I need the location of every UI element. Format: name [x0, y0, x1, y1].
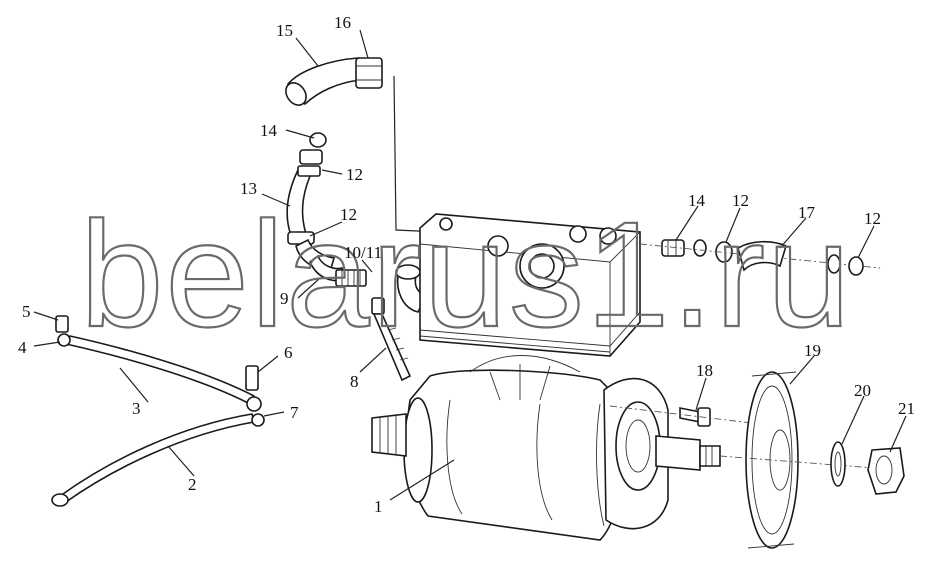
hose-15 — [285, 57, 363, 106]
callout-14-a: 14 — [260, 121, 278, 140]
pipe-2 — [51, 413, 255, 507]
compressor-body-1 — [371, 355, 625, 541]
leader-lines — [33, 29, 907, 501]
gear-19 — [719, 371, 901, 549]
watermark: belarus1.ru — [80, 190, 852, 358]
cylinder-head — [419, 213, 641, 357]
callout-10-11: 10/11 — [344, 243, 382, 262]
callout-16: 16 — [334, 13, 351, 32]
callout-12-d: 12 — [864, 209, 881, 228]
hose-17 — [737, 240, 864, 276]
callout-19: 19 — [804, 341, 821, 360]
stud-8 — [371, 297, 412, 382]
callout-7: 7 — [290, 403, 299, 422]
callout-12-a: 12 — [346, 165, 363, 184]
callout-4: 4 — [18, 338, 27, 357]
callout-2: 2 — [188, 475, 197, 494]
pipe-3 — [55, 315, 256, 406]
callout-8: 8 — [350, 372, 359, 391]
hose-13 — [286, 132, 336, 273]
nut-21 — [867, 447, 905, 495]
spring-9 — [309, 254, 367, 287]
callout-6: 6 — [284, 343, 293, 362]
front-housing — [603, 377, 721, 530]
callout-12-b: 12 — [340, 205, 357, 224]
callout-3: 3 — [132, 399, 141, 418]
callout-1: 1 — [374, 497, 383, 516]
fitting-14-right — [661, 239, 707, 257]
bolt-18 — [609, 405, 761, 427]
callout-18: 18 — [696, 361, 713, 380]
callout-17: 17 — [798, 203, 816, 222]
callout-12-c: 12 — [732, 191, 749, 210]
callout-14-b: 14 — [688, 191, 706, 210]
callout-15: 15 — [276, 21, 293, 40]
callout-20: 20 — [854, 381, 871, 400]
callout-5: 5 — [22, 302, 31, 321]
callout-13: 13 — [240, 179, 257, 198]
callout-9: 9 — [280, 289, 289, 308]
callout-21: 21 — [898, 399, 915, 418]
fitting-6-7 — [245, 365, 265, 427]
washer-20 — [830, 441, 846, 487]
